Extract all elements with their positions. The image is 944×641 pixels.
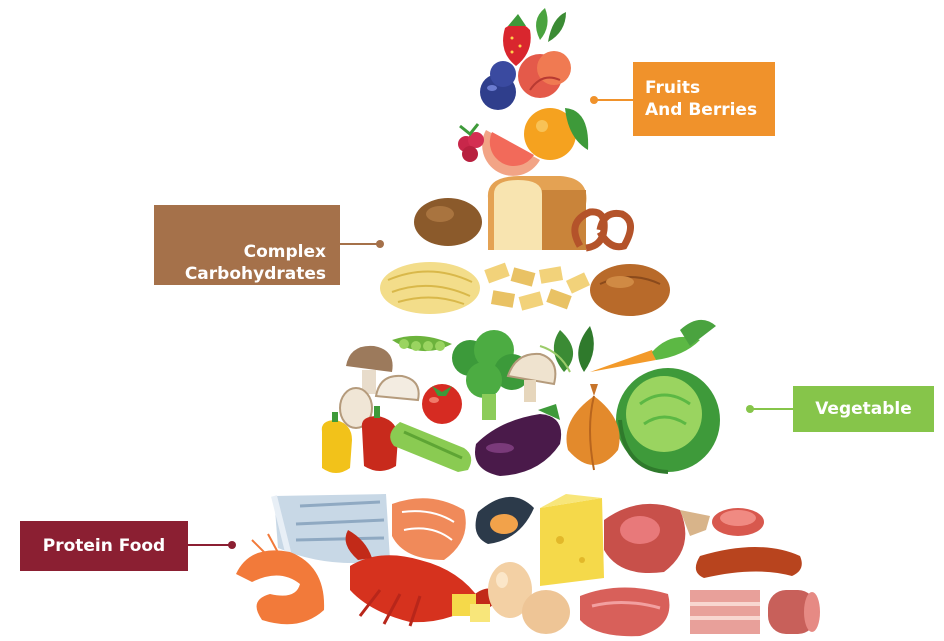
fruits-and-berries-label: Fruits And Berries (633, 62, 775, 136)
carbs-label-line1: Complex (244, 241, 326, 263)
vegetable-label-text: Vegetable (815, 398, 912, 420)
cucumber-icon (390, 422, 471, 472)
peas-icon (392, 336, 452, 351)
protein-label-text: Protein Food (43, 535, 165, 557)
fruits-connector (590, 96, 633, 104)
strawberry-icon (503, 14, 531, 66)
bread-loaf-icon (488, 176, 587, 250)
sliced-meat-icon (712, 508, 764, 536)
bread-roll-icon (590, 264, 670, 316)
onion-icon (566, 384, 619, 470)
ham-leg-icon (604, 504, 710, 573)
raspberry-icon (458, 124, 484, 162)
carbs-connector (340, 240, 384, 248)
vegetable-tier (322, 320, 720, 476)
fruits-tier (458, 8, 588, 176)
protein-connector (188, 541, 236, 549)
carrot-icon (590, 320, 716, 372)
vegetable-connector (746, 405, 793, 413)
orange-icon (524, 108, 588, 160)
complex-carbohydrates-label: Complex Carbohydrates (154, 205, 340, 285)
bacon-slab-icon (690, 590, 760, 634)
vegetable-label: Vegetable (793, 386, 934, 432)
leaves-icon (536, 8, 566, 42)
sausage-icon (696, 547, 802, 578)
tomato-icon (422, 384, 462, 424)
plum-icon (480, 61, 516, 110)
salami-icon (768, 590, 820, 634)
salmon-steak-icon (392, 498, 466, 560)
carbs-tier (380, 176, 670, 316)
raw-steak-icon (580, 587, 669, 636)
carbs-label-line2: Carbohydrates (185, 263, 326, 285)
cheese-icon (540, 494, 604, 586)
penne-pasta-icon (484, 263, 590, 311)
cabbage-icon (616, 368, 720, 472)
pasta-nest-icon (380, 262, 480, 314)
fruits-label-line2: And Berries (645, 99, 757, 121)
potato-icon (414, 198, 482, 246)
fruits-label-line1: Fruits (645, 77, 700, 99)
peach-icon (518, 51, 571, 98)
protein-food-label: Protein Food (20, 521, 188, 571)
mussel-icon (476, 497, 534, 544)
protein-tier (236, 494, 820, 636)
